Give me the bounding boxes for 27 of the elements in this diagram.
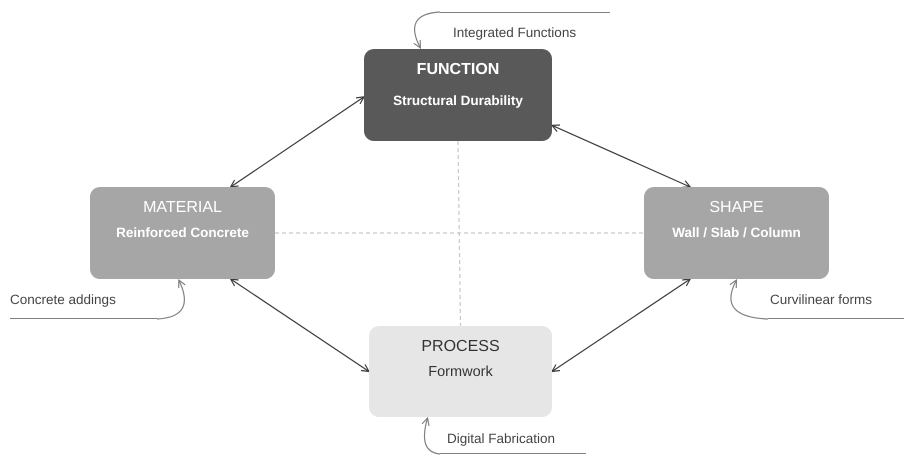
- double-arrow: [551, 278, 691, 372]
- box-heading: PROCESS: [420, 338, 501, 356]
- dashed-line: [275, 232, 644, 234]
- box-heading: MATERIAL: [142, 199, 223, 217]
- box-subtitle: Wall / Slab / Column: [671, 225, 802, 240]
- box-heading: FUNCTION: [416, 61, 500, 79]
- double-arrow: [551, 124, 691, 188]
- box-heading: SHAPE: [708, 199, 765, 217]
- double-arrow: [230, 278, 370, 372]
- leader-arrow: [156, 279, 186, 320]
- box-subtitle: Reinforced Concrete: [115, 225, 250, 240]
- material-box: [90, 187, 275, 279]
- callout-text: Digital Fabrication: [447, 431, 556, 446]
- callout-text: Curvilinear forms: [770, 292, 872, 307]
- dashed-line: [457, 141, 462, 326]
- callout-text: Integrated Functions: [453, 25, 576, 40]
- leader-arrow: [730, 279, 768, 320]
- function-box: [364, 49, 552, 141]
- callout-text: Concrete addings: [10, 292, 116, 307]
- shape-box: [644, 187, 829, 279]
- leader-arrow: [413, 11, 440, 49]
- process-box: [369, 326, 552, 417]
- callout-label: [440, 12, 610, 42]
- double-arrow: [230, 96, 365, 188]
- leader-arrow: [422, 417, 440, 455]
- box-subtitle: Formwork: [427, 364, 494, 380]
- box-subtitle: Structural Durability: [392, 93, 524, 108]
